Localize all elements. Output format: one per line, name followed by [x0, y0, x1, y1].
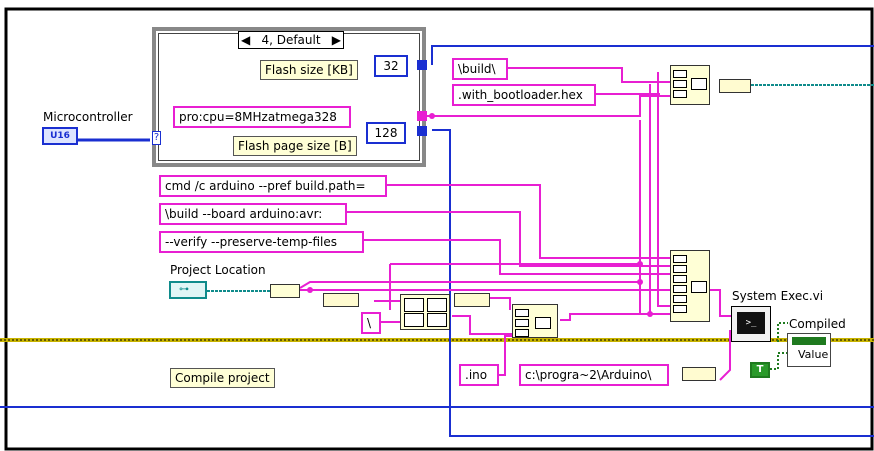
cpu-string-constant[interactable]: pro:cpu=8MHzatmega328	[173, 106, 351, 128]
compile-project-annotation: Compile project	[170, 368, 275, 388]
system-exec-label: System Exec.vi	[732, 289, 824, 303]
compiled-property-node[interactable]: Value	[787, 333, 831, 367]
path-icon: ⊶	[179, 284, 189, 295]
string-to-path-node-top[interactable]	[719, 79, 751, 93]
strip-path-node-a[interactable]	[323, 293, 359, 307]
project-location-label: Project Location	[170, 263, 266, 277]
verify-flags-constant[interactable]: --verify --preserve-temp-files	[159, 231, 364, 253]
path-wires	[207, 84, 874, 292]
string-to-path-node-bottom[interactable]	[682, 367, 716, 381]
concatenate-strings-node-small[interactable]	[512, 304, 558, 338]
microcontroller-terminal[interactable]: U16	[42, 127, 78, 145]
compiled-value-text: Value	[798, 348, 829, 361]
flash-size-label: Flash size [KB]	[260, 60, 358, 80]
true-constant-text: T	[756, 364, 764, 375]
flash-size-constant[interactable]: 32	[374, 55, 408, 77]
with-bootloader-constant[interactable]: .with_bootloader.hex	[452, 84, 596, 106]
path-to-string-node[interactable]	[270, 284, 300, 298]
structure-frame	[4, 7, 874, 451]
true-constant[interactable]: T	[750, 362, 770, 378]
compiled-label: Compiled	[789, 317, 846, 331]
case-next-icon[interactable]: ▶	[331, 33, 341, 47]
build-dir-constant[interactable]: \build\	[452, 58, 508, 80]
microcontroller-label: Microcontroller	[43, 110, 133, 124]
cpu-string-tunnel	[417, 111, 427, 121]
string-wire-junctions	[307, 113, 653, 317]
case-selector-value: 4, Default	[261, 33, 321, 47]
indicator-icon	[792, 337, 826, 345]
cmd-pref-constant[interactable]: cmd /c arduino --pref build.path=	[159, 175, 387, 197]
build-board-constant[interactable]: \build --board arduino:avr:	[159, 203, 347, 225]
case-selector-terminal: ?	[152, 131, 161, 145]
page-size-tunnel	[417, 126, 427, 136]
system-exec-node[interactable]: >_	[731, 306, 771, 342]
page-size-constant[interactable]: 128	[366, 122, 406, 144]
concatenate-strings-node-main[interactable]	[670, 250, 710, 322]
strip-path-node-b[interactable]	[454, 293, 490, 307]
bool-wire	[770, 322, 788, 370]
arduino-path-constant[interactable]: c:\progra~2\Arduino\	[519, 364, 669, 386]
case-prev-icon[interactable]: ◀	[241, 33, 251, 47]
flash-size-tunnel	[417, 60, 427, 70]
project-location-terminal[interactable]: ⊶	[169, 281, 207, 299]
search-split-string-node[interactable]	[400, 294, 450, 330]
backslash-constant[interactable]: \	[361, 312, 381, 334]
ino-ext-constant[interactable]: .ino	[459, 364, 499, 386]
concatenate-strings-node-top[interactable]	[670, 65, 710, 105]
microcontroller-type: U16	[50, 131, 70, 141]
flash-page-size-label: Flash page size [B]	[233, 136, 357, 156]
numeric-wires	[0, 45, 874, 437]
string-wires	[299, 67, 740, 381]
terminal-icon: >_	[737, 312, 765, 334]
case-selector[interactable]: ◀ 4, Default ▶	[238, 31, 344, 49]
